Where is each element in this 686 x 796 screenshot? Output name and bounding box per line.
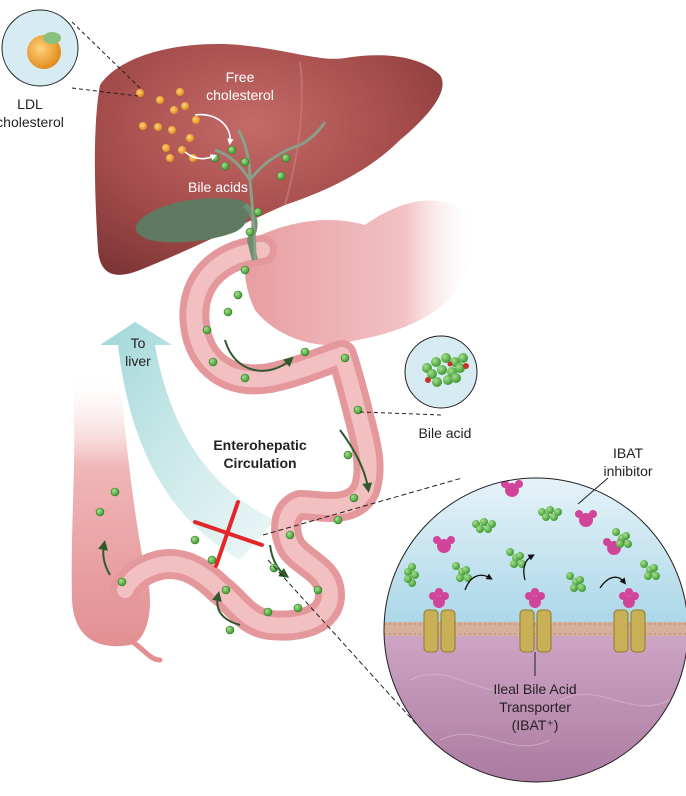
- bile-ducts: [214, 121, 327, 261]
- enterohepatic-label-2: Circulation: [223, 455, 296, 471]
- enterohepatic-label-1: Enterohepatic: [213, 437, 307, 453]
- conversion-arrow-2: [184, 151, 217, 161]
- to-liver-label-1: To: [131, 335, 146, 351]
- free-cholesterol-label-2: cholesterol: [206, 87, 274, 103]
- stomach: [244, 200, 473, 345]
- blocked-reabsorption-x: [193, 500, 264, 568]
- transporter-label-1: Ileal Bile Acid: [493, 681, 576, 697]
- ibat-inhibitor-label-2: inhibitor: [603, 463, 652, 479]
- transporter-label-2: Transporter: [499, 699, 571, 715]
- ibat-zoom-circle: [383, 477, 686, 783]
- conversion-arrow-1: [194, 113, 234, 146]
- zoom-guide-top: [262, 477, 463, 536]
- ldl-inset: [1, 9, 141, 97]
- ibat-inhibitor-label-1: IBAT: [613, 445, 644, 461]
- transporter-label-3: (IBAT⁺): [512, 717, 559, 733]
- bile-acid-label: Bile acid: [419, 425, 472, 441]
- bile-acids-label: Bile acids: [188, 179, 248, 195]
- bile-acid-inset: [359, 335, 478, 416]
- to-liver-arrow: [100, 322, 275, 560]
- bile-acid-dots: [95, 145, 363, 635]
- zoom-guide-bottom: [267, 559, 419, 727]
- ldl-dots: [136, 88, 200, 162]
- free-cholesterol-label-1: Free: [226, 69, 255, 85]
- to-liver-label-2: liver: [125, 353, 151, 369]
- ldl-label-2: cholesterol: [0, 114, 64, 130]
- ldl-label-1: LDL: [17, 96, 43, 112]
